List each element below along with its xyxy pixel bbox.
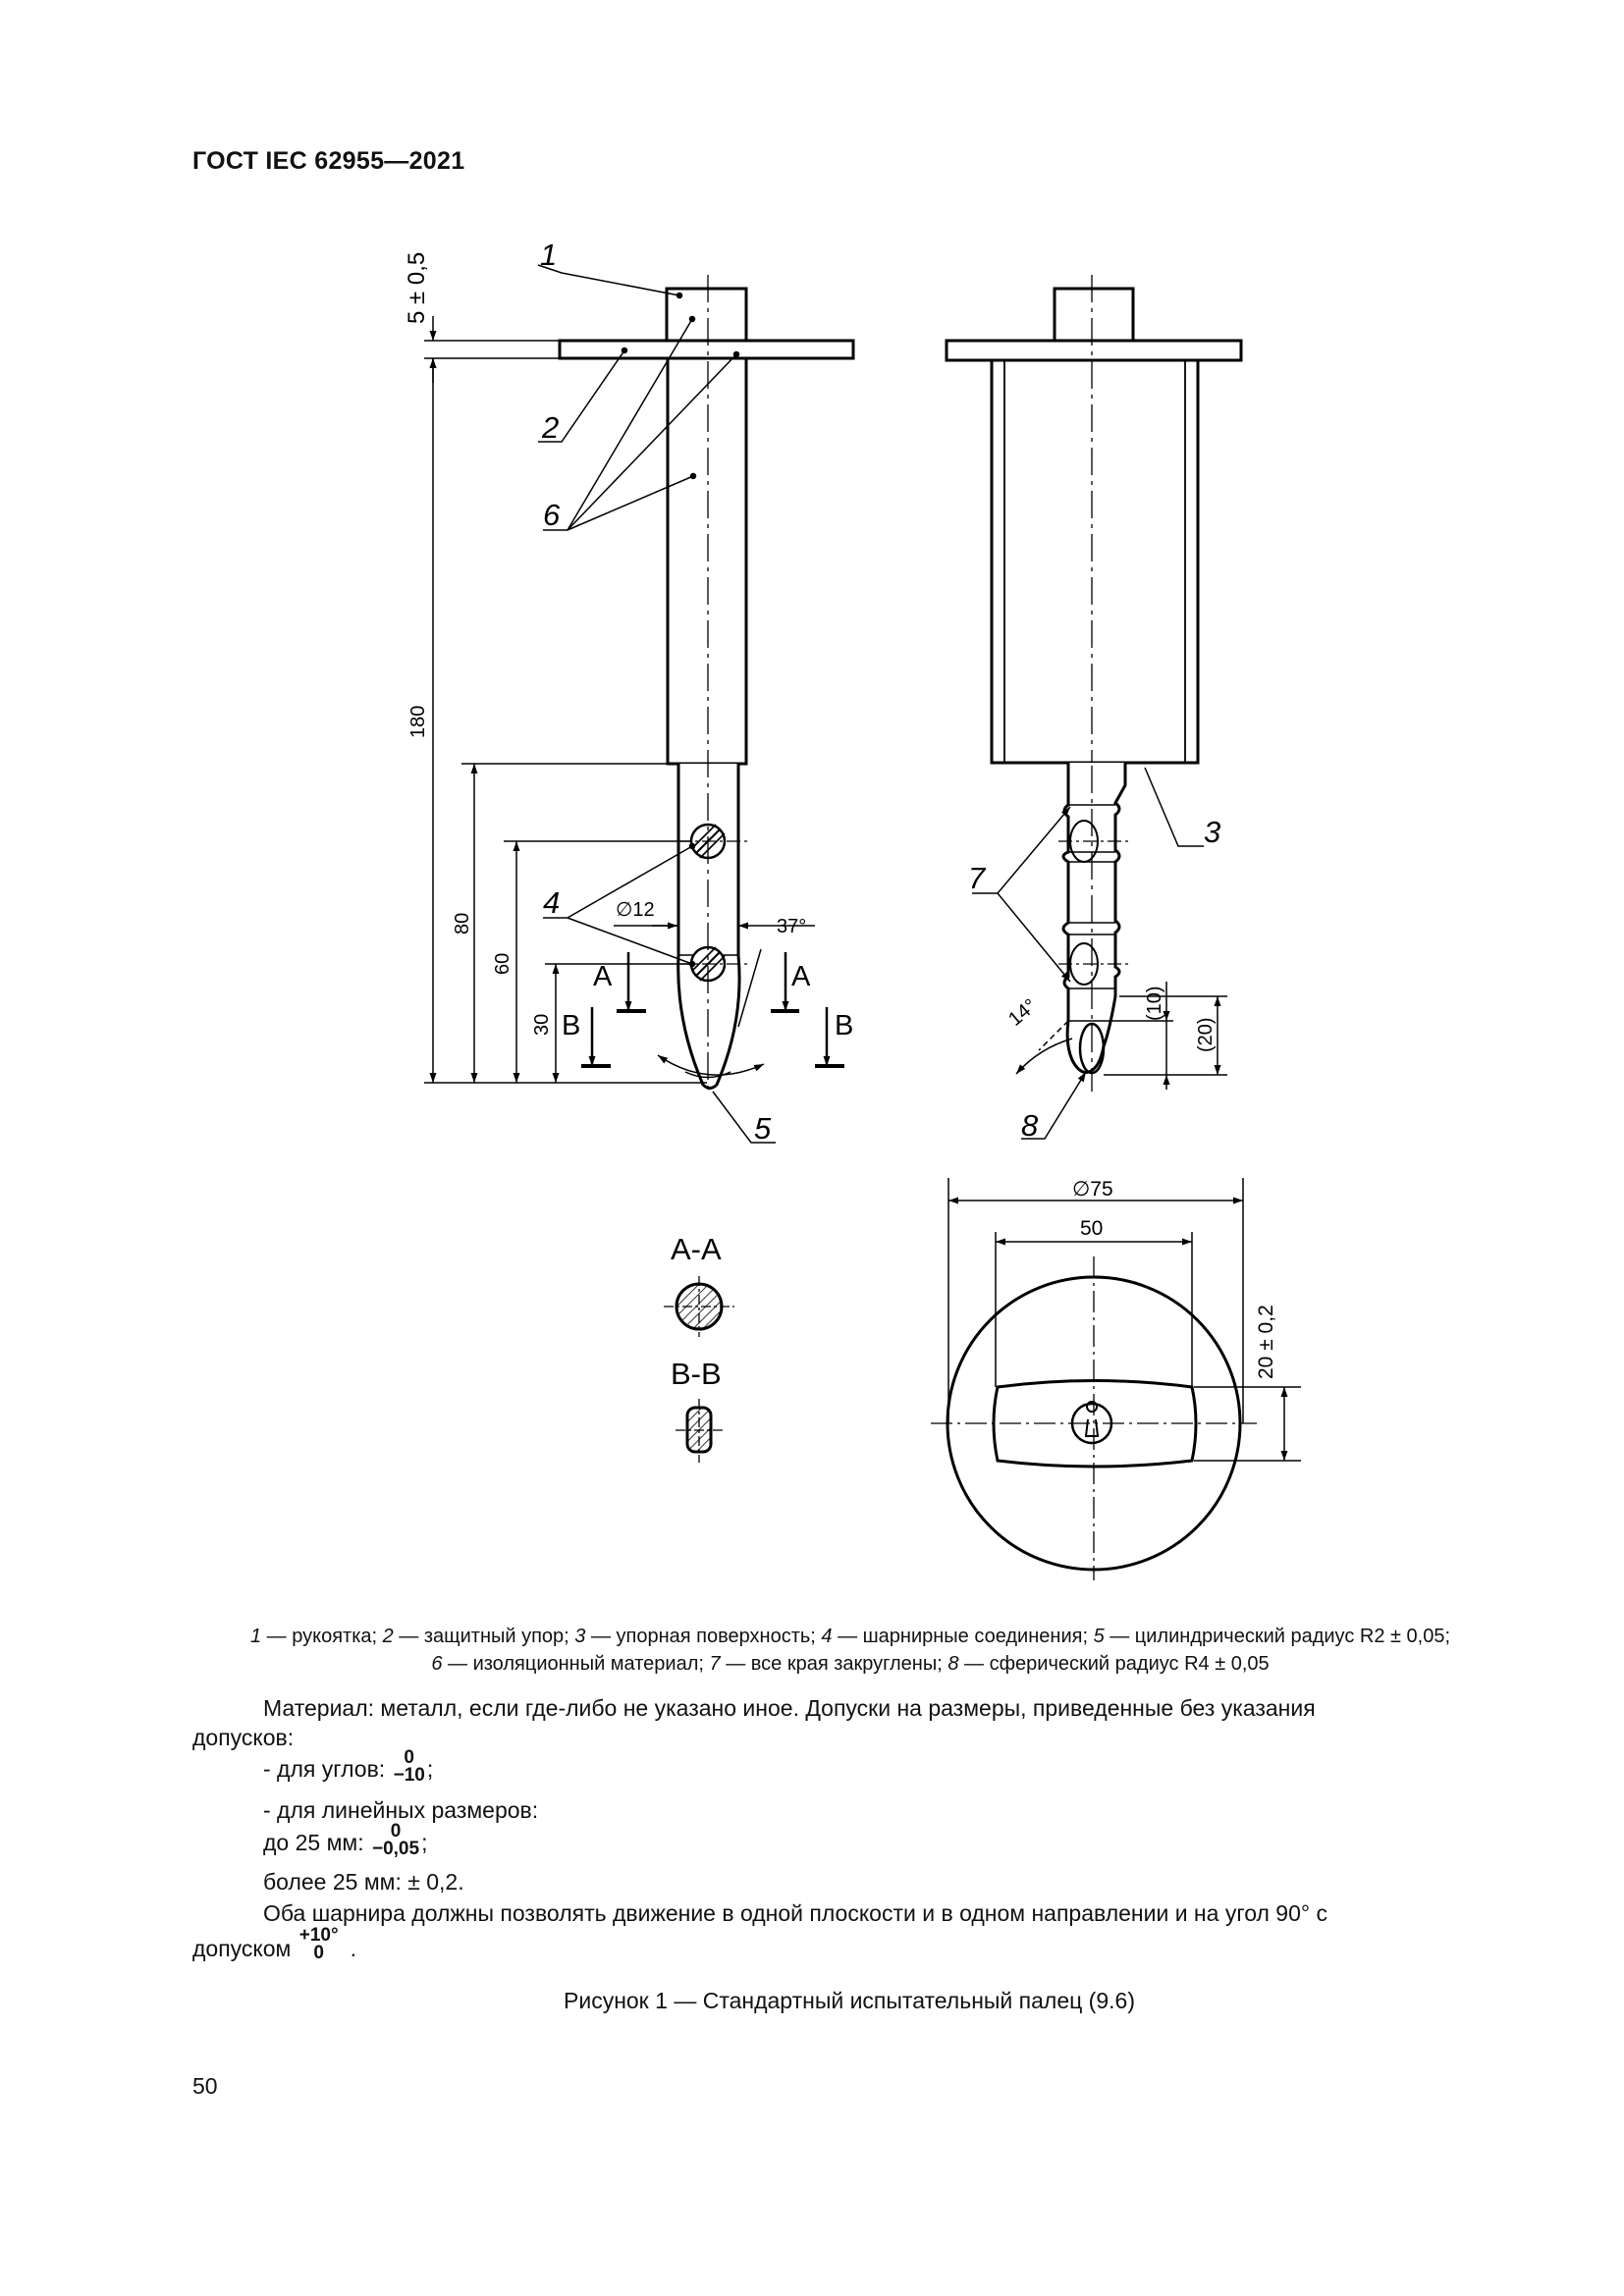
material-line-2: допусков:	[192, 1725, 295, 1750]
side-dimensions	[972, 767, 1227, 1140]
hinge-fraction: +10° 0	[298, 1924, 339, 1963]
angles-tolerance: - для углов: 0 −10 ;	[263, 1748, 434, 1785]
legend-number: 8	[947, 1653, 959, 1675]
callout-4: 4	[543, 885, 560, 920]
legend-number: 6	[431, 1653, 443, 1675]
hinge-end-dot: .	[350, 1936, 356, 1961]
upto25-fraction: 0 −0,05	[371, 1820, 420, 1859]
legend-line-1: 1 — рукоятка; 2 — защитный упор; 3 — упо…	[192, 1623, 1508, 1650]
upto25-upper: 0	[390, 1820, 402, 1842]
legend-number: 5	[1093, 1626, 1105, 1647]
angles-semicolon: ;	[426, 1756, 434, 1782]
section-a-left: A	[593, 961, 613, 992]
dim-5: 5 ± 0,5	[404, 252, 430, 324]
upto25-tolerance: до 25 мм: 0 −0,05 ;	[263, 1822, 428, 1858]
front-labels: 5 ± 0,5 180 80 60 30 ∅12 37° 1 2 6 4 5 A…	[404, 238, 853, 1146]
dim-dia12: ∅12	[616, 899, 655, 921]
figure-legend: 1 — рукоятка; 2 — защитный упор; 3 — упо…	[192, 1623, 1508, 1678]
dim-dia75: ∅75	[1072, 1178, 1113, 1201]
legend-number: 7	[709, 1653, 721, 1675]
front-dimensions	[424, 264, 844, 1144]
legend-text: — рукоятка;	[261, 1626, 383, 1647]
angles-fraction: 0 −10	[393, 1746, 425, 1786]
dim-20tol: 20 ± 0,2	[1255, 1305, 1277, 1379]
bottom-labels: ∅75 50 20 ± 0,2	[1072, 1178, 1277, 1379]
legend-text: — шарнирные соединения;	[832, 1626, 1094, 1647]
legend-number: 3	[574, 1626, 586, 1647]
angles-upper: 0	[404, 1746, 414, 1768]
page-header: ГОСТ IEC 62955—2021	[192, 147, 465, 175]
hinge-upper: +10°	[298, 1924, 339, 1946]
figure-caption: Рисунок 1 — Стандартный испытательный па…	[564, 1988, 1135, 2013]
legend-text: — сферический радиус R4 ± 0,05	[958, 1653, 1270, 1675]
over25-line: более 25 мм: ± 0,2.	[263, 1869, 464, 1895]
upto25-lower: −0,05	[371, 1838, 420, 1859]
callout-2: 2	[541, 410, 559, 445]
dim-180: 180	[407, 706, 429, 738]
dim-20: (20)	[1195, 1017, 1217, 1052]
bottom-view	[931, 1178, 1301, 1580]
legend-text: — упорная поверхность;	[585, 1626, 822, 1647]
test-finger-drawing: 5 ± 0,5 180 80 60 30 ∅12 37° 1 2 6 4 5 A…	[404, 238, 1301, 1580]
section-aa-label: A-A	[671, 1232, 722, 1266]
linear-label: - для линейных размеров:	[263, 1797, 539, 1823]
hinge-label: допуском	[192, 1936, 292, 1961]
dim-60: 60	[492, 953, 514, 975]
legend-line-2: 6 — изоляционный материал; 7 — все края …	[192, 1650, 1508, 1678]
section-bb-label: B-B	[671, 1357, 722, 1391]
legend-text: — изоляционный материал;	[442, 1653, 710, 1675]
legend-number: 2	[382, 1626, 394, 1647]
angles-label: - для углов:	[263, 1756, 386, 1782]
page-number: 50	[192, 2073, 218, 2099]
legend-number: 4	[821, 1626, 833, 1647]
section-views: A-A B-B	[664, 1232, 734, 1463]
dim-14deg: 14°	[1004, 995, 1041, 1031]
hinge-line-1: Оба шарнира должны позволять движение в …	[263, 1900, 1327, 1926]
legend-text: — защитный упор;	[393, 1626, 575, 1647]
section-b-left: B	[562, 1010, 580, 1041]
hinge-lower: 0	[313, 1942, 324, 1963]
section-a-right: A	[791, 961, 811, 992]
callout-3: 3	[1204, 815, 1220, 849]
section-b-right: B	[835, 1010, 853, 1041]
callout-6: 6	[543, 498, 561, 532]
upto25-label: до 25 мм:	[263, 1830, 364, 1855]
callout-8: 8	[1021, 1108, 1039, 1143]
hinge-line-2: допуском +10° 0 .	[192, 1926, 356, 1963]
side-view	[945, 275, 1243, 1092]
callout-1: 1	[540, 238, 557, 272]
legend-text: — все края закруглены;	[720, 1653, 948, 1675]
upto25-semicolon: ;	[421, 1830, 428, 1855]
material-line-1: Материал: металл, если где-либо не указа…	[263, 1695, 1316, 1721]
dim-80: 80	[452, 913, 473, 934]
angles-lower: −10	[393, 1764, 425, 1786]
dim-37deg: 37°	[777, 916, 806, 937]
dim-30: 30	[531, 1014, 553, 1036]
front-view	[558, 275, 855, 1092]
dim-50: 50	[1080, 1217, 1103, 1240]
callout-7: 7	[968, 861, 987, 895]
callout-5: 5	[754, 1111, 772, 1146]
legend-text: — цилиндрический радиус R2 ± 0,05;	[1104, 1626, 1451, 1647]
legend-number: 1	[249, 1626, 262, 1647]
dim-10: (10)	[1144, 986, 1165, 1021]
